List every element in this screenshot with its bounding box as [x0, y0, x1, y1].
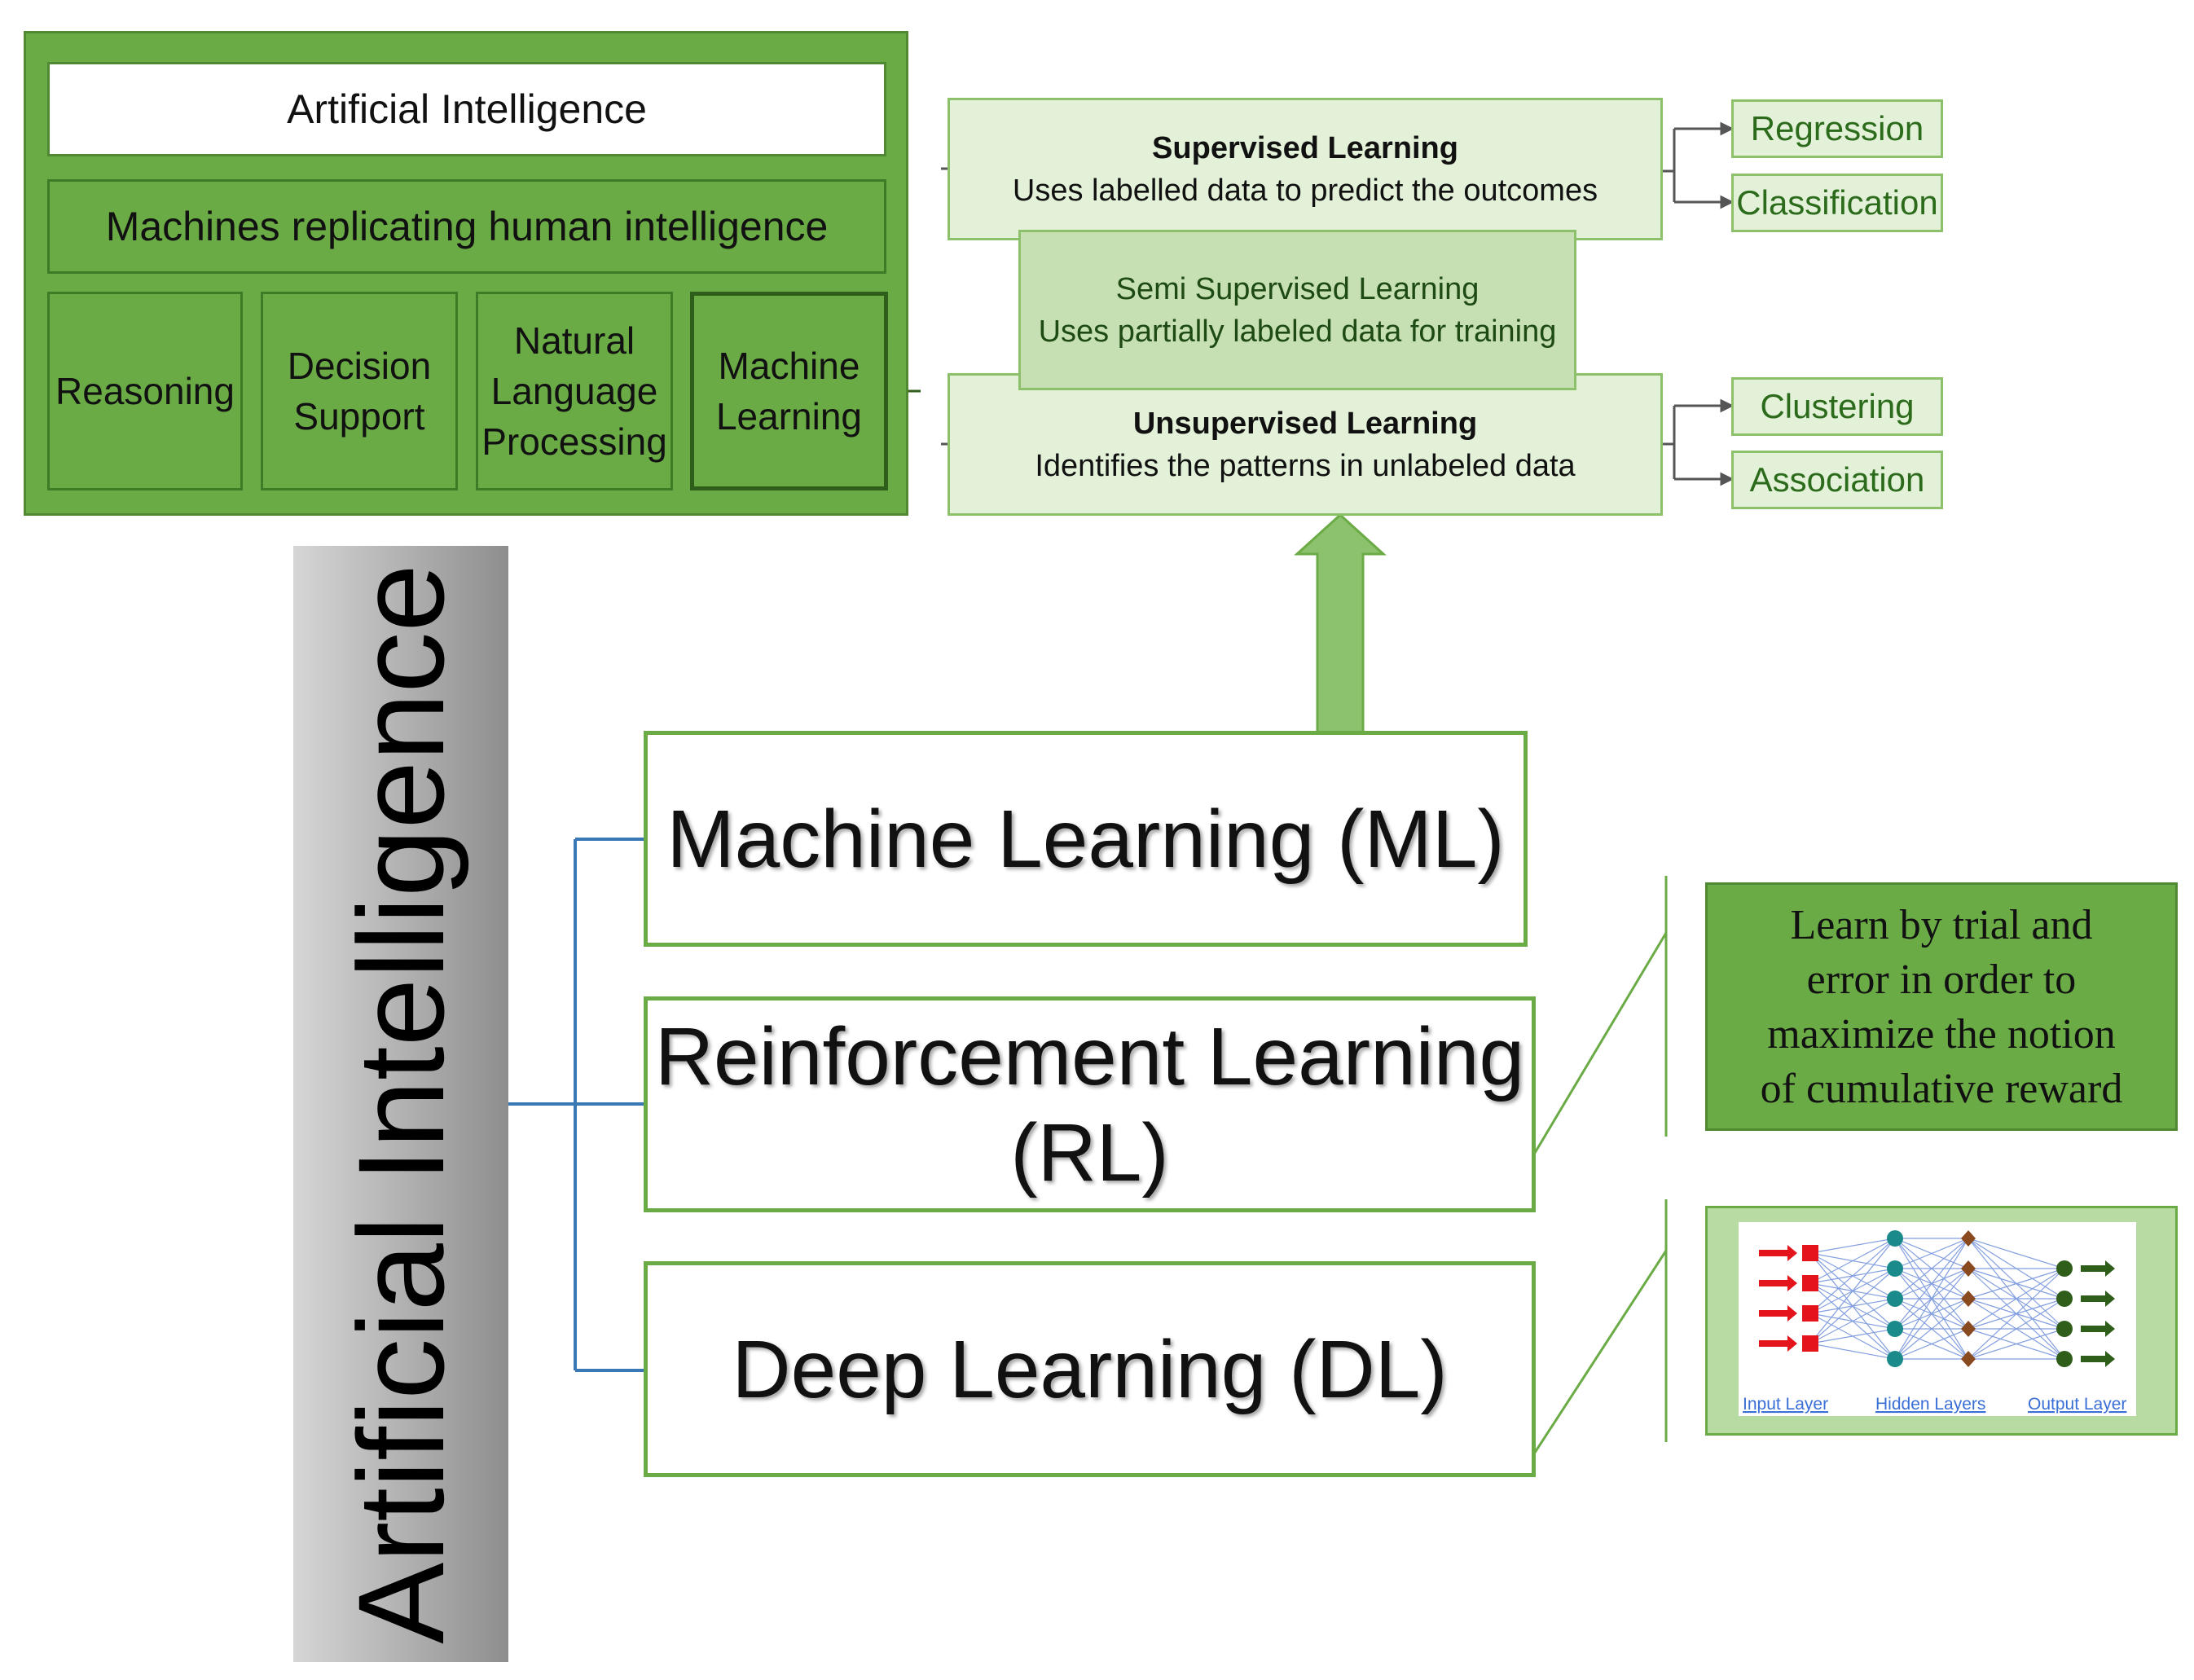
- neural-network-svg: Input Layer Hidden Layers Output Layer: [1743, 1230, 2126, 1414]
- supervised-learning-name: Supervised Learning: [1152, 130, 1458, 165]
- neural-network-diagram: Input Layer Hidden Layers Output Layer: [1739, 1222, 2136, 1416]
- nn-hidden-label: Hidden Layers: [1875, 1395, 1985, 1414]
- dl-branch-box: Deep Learning (DL): [644, 1261, 1536, 1477]
- nn-hidden-layer-1: [1887, 1230, 1903, 1367]
- rl-branch-abbrev: (RL): [1010, 1106, 1169, 1198]
- unsupervised-learning-box: Unsupervised Learning Identifies the pat…: [948, 373, 1663, 516]
- supervised-branch-lines: [1660, 121, 1735, 209]
- rl-description-line: Learn by trial and: [1790, 901, 2093, 948]
- ai-definition: Machines replicating human intelligence: [47, 179, 886, 274]
- subfield-label: Learning: [715, 395, 863, 438]
- supervised-learning-desc: Uses labelled data to predict the outcom…: [1012, 173, 1598, 208]
- ai-vertical-bar: [293, 546, 508, 1662]
- nn-hidden-layer-2: [1961, 1230, 1976, 1367]
- callout-lines: [1528, 876, 1668, 1461]
- task-association: Association: [1731, 451, 1943, 509]
- rl-branch-label: Reinforcement Learning: [654, 1010, 1525, 1102]
- rl-description-box: Learn by trial and error in order to max…: [1705, 882, 2178, 1131]
- task-clustering: Clustering: [1731, 377, 1943, 436]
- unsupervised-learning-desc: Identifies the patterns in unlabeled dat…: [1035, 448, 1576, 483]
- task-classification: Classification: [1731, 174, 1943, 232]
- rl-description-line: maximize the notion: [1767, 1010, 2116, 1058]
- subfield-label: Support: [293, 395, 425, 438]
- rl-description-line: of cumulative reward: [1760, 1065, 2123, 1112]
- unsupervised-branch-lines: [1660, 398, 1735, 486]
- nn-input-label: Input Layer: [1743, 1395, 1828, 1414]
- nn-input-layer: [1759, 1245, 1818, 1352]
- subfield-reasoning: Reasoning: [47, 292, 243, 490]
- task-regression: Regression: [1731, 99, 1943, 158]
- ml-branch-box: Machine Learning (ML): [644, 731, 1528, 947]
- subfield-label: Processing: [481, 420, 667, 463]
- semi-supervised-learning-desc: Uses partially labeled data for training: [1038, 314, 1557, 349]
- nn-output-layer: [2056, 1260, 2115, 1367]
- subfield-label: Decision: [287, 345, 432, 387]
- subfield-nlp: Natural Language Processing: [476, 292, 673, 490]
- ai-vertical-title: Artificial Intelligence: [332, 564, 469, 1644]
- nn-output-label: Output Layer: [2028, 1395, 2126, 1414]
- subfield-label: Machine: [718, 345, 860, 387]
- semi-supervised-learning-box: Semi Supervised Learning Uses partially …: [1018, 230, 1576, 390]
- ai-tree-connector: [508, 838, 644, 1372]
- rl-description-line: error in order to: [1806, 956, 2077, 1003]
- subfield-machine-learning: Machine Learning: [690, 292, 888, 490]
- subfield-decision-support: Decision Support: [261, 292, 458, 490]
- nn-edges: [1809, 1238, 2065, 1360]
- dl-branch-label: Deep Learning (DL): [732, 1323, 1448, 1415]
- ai-panel-title: Artificial Intelligence: [47, 62, 886, 156]
- up-arrow: [1294, 512, 1387, 735]
- supervised-learning-box: Supervised Learning Uses labelled data t…: [948, 98, 1663, 240]
- rl-branch-box: Reinforcement Learning (RL): [644, 996, 1536, 1212]
- subfield-label: Natural: [513, 319, 635, 362]
- ml-branch-label: Machine Learning (ML): [666, 793, 1505, 885]
- subfield-label: Reasoning: [55, 370, 235, 412]
- unsupervised-learning-name: Unsupervised Learning: [1132, 406, 1478, 441]
- subfield-label: Language: [490, 370, 658, 412]
- semi-supervised-learning-name: Semi Supervised Learning: [1115, 271, 1480, 306]
